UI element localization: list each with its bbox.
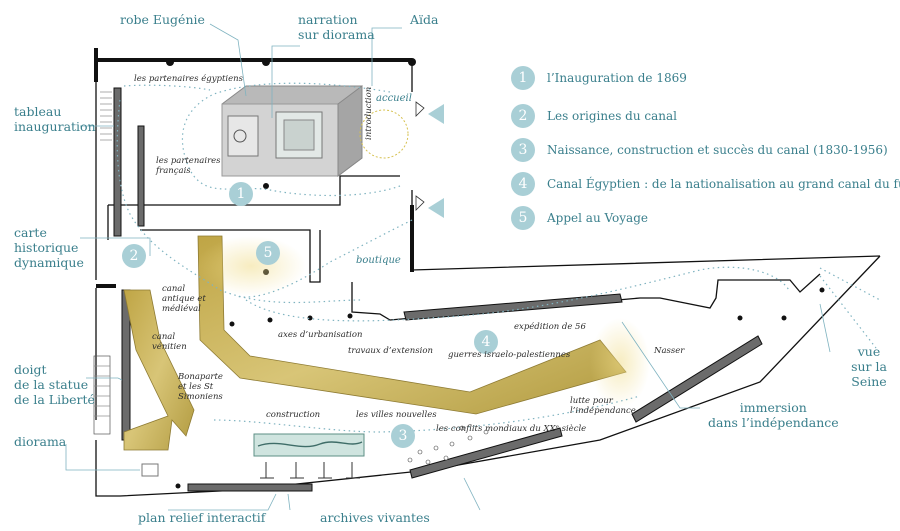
zone-badge-2: 2 <box>122 244 146 268</box>
legend-label: Les origines du canal <box>547 109 677 123</box>
plan-label-expedition: expédition de 56 <box>514 322 586 332</box>
plan-label-partenaires-francais: les partenaires français <box>156 156 221 176</box>
callout-carte: carte historique dynamique <box>14 225 84 270</box>
legend-label: l’Inauguration de 1869 <box>547 71 687 85</box>
plan-label-lutte: lutte pour l’indépendance <box>570 396 636 416</box>
thick-walls <box>94 48 414 288</box>
legend-number: 3 <box>511 138 535 162</box>
callout-plan-relief: plan relief interactif <box>138 510 266 525</box>
legend-number: 4 <box>511 172 535 196</box>
visitor-route <box>116 82 881 433</box>
callout-immersion: immersion dans l’indépendance <box>708 400 839 430</box>
callout-lines <box>65 23 831 511</box>
callout-doigt: doigt de la statue de la Liberté <box>14 362 95 407</box>
callout-aida: Aïda <box>410 12 439 27</box>
plan-label-axes: axes d’urbanisation <box>278 330 363 340</box>
legend-item-1: 1 l’Inauguration de 1869 <box>511 66 687 90</box>
legend-item-5: 5 Appel au Voyage <box>511 206 648 230</box>
stairs <box>93 91 112 435</box>
callout-vue-seine: vue sur la Seine <box>851 344 887 389</box>
plan-label-guerres: guerres israelo-palestiennes <box>448 350 571 360</box>
plan-label-canal-antique: canal antique et médiéval <box>162 284 206 314</box>
legend-item-4: 4 Canal Égyptien : de la nationalisation… <box>511 172 900 196</box>
relief-map <box>141 433 365 479</box>
plan-label-construction: construction <box>266 410 321 420</box>
plan-label-villes: les villes nouvelles <box>356 410 437 420</box>
callout-tableau: tableau inauguration <box>14 104 96 134</box>
plan-label-canal-venitien: canal vénitien <box>152 332 187 352</box>
legend-label: Naissance, construction et succès du can… <box>547 143 888 157</box>
plan-label-partenaires-egyptiens: les partenaires égyptiens <box>134 74 243 84</box>
callout-narration: narration sur diorama <box>298 12 375 42</box>
plan-label-boutique: boutique <box>356 255 401 266</box>
legend-item-2: 2 Les origines du canal <box>511 104 677 128</box>
legend-number: 1 <box>511 66 535 90</box>
legend-label: Appel au Voyage <box>547 211 648 225</box>
legend-item-3: 3 Naissance, construction et succès du c… <box>511 138 888 162</box>
callout-archives: archives vivantes <box>320 510 430 525</box>
zone-badge-4: 4 <box>474 330 498 354</box>
plan-label-accueil: accueil <box>376 93 412 104</box>
plan-label-nasser: Nasser <box>654 346 685 356</box>
entrance-arrows <box>428 104 444 218</box>
zone-badge-1: 1 <box>229 182 253 206</box>
plan-label-travaux: travaux d’extension <box>348 346 433 356</box>
callout-diorama: diorama <box>14 434 67 449</box>
legend-number: 5 <box>511 206 535 230</box>
plan-label-bonaparte: Bonaparte et les St Simoniens <box>178 372 223 402</box>
zone-badge-3: 3 <box>391 424 415 448</box>
legend-number: 2 <box>511 104 535 128</box>
legend-label: Canal Égyptien : de la nationalisation a… <box>547 177 900 191</box>
callout-robe-eugenie: robe Eugénie <box>120 12 205 27</box>
zone-badge-5: 5 <box>256 241 280 265</box>
visitor-dots <box>407 425 489 465</box>
accueil-circle <box>359 109 409 159</box>
plan-label-conflits: les conflits mondiaux du XXᵉ siècle <box>436 424 587 434</box>
diorama-box <box>221 85 363 177</box>
plan-label-introduction: introduction <box>364 86 374 140</box>
